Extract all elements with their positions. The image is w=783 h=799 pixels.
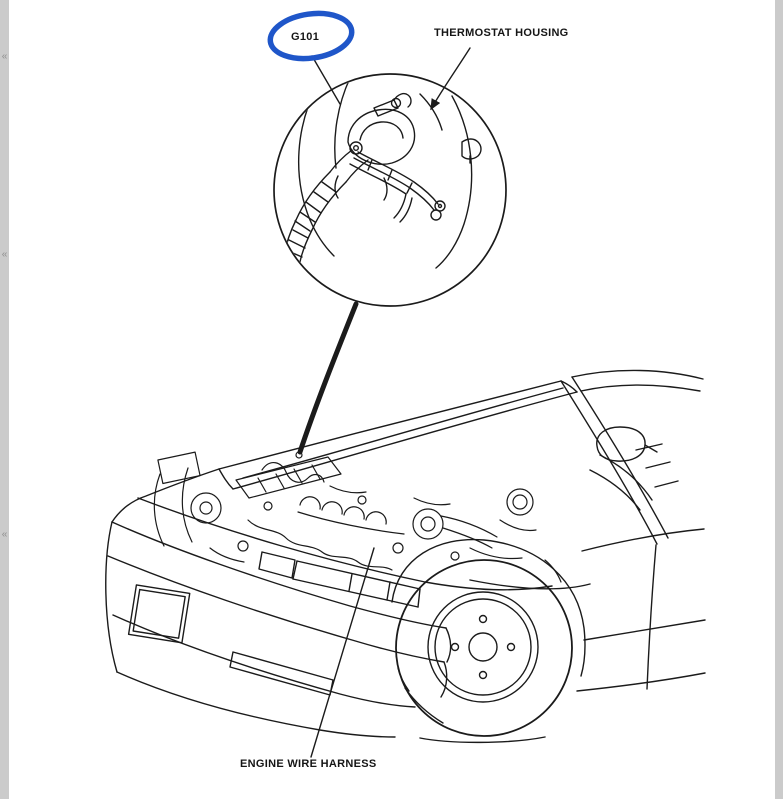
bolt-detail (461, 138, 482, 160)
detail-callout-circle (273, 73, 507, 307)
thermostat-housing-shape (347, 108, 416, 165)
strut-tower (190, 492, 222, 524)
throttle-body (412, 508, 444, 540)
car-illustration (105, 369, 706, 744)
valve-cover (235, 456, 342, 499)
headlight-grille (258, 551, 421, 608)
intake-manifold (297, 511, 405, 535)
ground-eyelet (349, 141, 363, 155)
door-and-body-side (576, 528, 706, 692)
bumper-intake-slot (229, 651, 334, 696)
illustration-strokes (105, 10, 706, 758)
ground-point-location (295, 451, 303, 459)
engine-wire-harness-label: ENGINE WIRE HARNESS (240, 758, 377, 770)
spark-plug-wires (261, 462, 325, 483)
scan-artifact-mark: « (1, 51, 8, 62)
wheel-rim (427, 591, 539, 703)
license-plate (127, 584, 191, 644)
hose-clamp (373, 99, 399, 117)
side-mirror (596, 426, 658, 462)
engine-wire-harness-drawing (247, 519, 393, 571)
ground-point-label: G101 (291, 31, 320, 43)
engine-bay-detail (153, 451, 562, 583)
harness-wires-detail (349, 151, 446, 223)
callout-pointer-line (297, 301, 359, 455)
thermostat-housing-label: THERMOSTAT HOUSING (434, 27, 569, 39)
scan-artifact-mark: « (1, 249, 8, 260)
battery (157, 451, 201, 485)
scan-artifact-mark: « (1, 529, 8, 540)
wheel-arch (391, 538, 586, 677)
front-wheel (391, 538, 586, 744)
brake-booster (506, 488, 534, 516)
open-hood (218, 380, 578, 490)
tire (395, 559, 573, 737)
windshield-and-roof (560, 369, 704, 545)
page-edge-left (0, 0, 9, 799)
wiper (589, 469, 641, 511)
turn-signal (258, 551, 296, 579)
page-edge-right (775, 0, 783, 799)
leader-line-g101 (311, 55, 341, 105)
g101-highlight-ellipse (267, 10, 355, 62)
front-bumper (105, 521, 452, 738)
coolant-hose (295, 171, 331, 221)
leader-arrow-thermostat-housing (430, 47, 471, 111)
leader-line-engine-wire-harness (310, 547, 375, 758)
thermostat-housing-detail-drawing (283, 77, 482, 269)
